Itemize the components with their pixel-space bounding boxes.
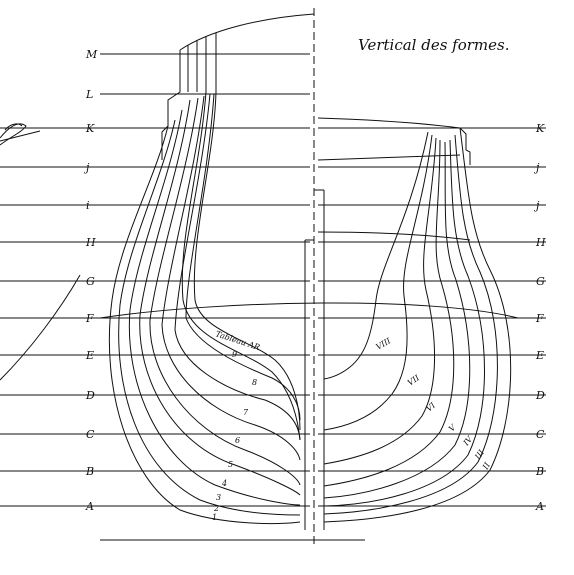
wl-label-left: C (86, 428, 95, 441)
station-label: IV (461, 434, 475, 448)
station-label: 9 (232, 350, 237, 359)
wl-label-left: j (83, 161, 90, 174)
station-label: 3 (216, 493, 221, 502)
wl-label-right: G (536, 275, 545, 288)
station-label: 1 (212, 513, 217, 522)
wl-label-right: j (533, 161, 540, 174)
station-label: VIII (375, 336, 393, 352)
wl-label-left: A (85, 500, 94, 513)
wl-label-left: H (85, 236, 96, 249)
wl-label-right: D (535, 389, 545, 402)
wl-label-left: G (86, 275, 95, 288)
station-label: II (480, 460, 492, 472)
wl-label-right: H (535, 236, 546, 249)
wl-label-left: M (85, 48, 98, 61)
fore-sections (99, 117, 519, 523)
aft-station-labels: Tableau AR 9 8 7 6 5 4 3 2 1 (212, 329, 261, 522)
waterlines-left (0, 53, 310, 507)
waterline-labels-right: K j j H G F E D C B A (533, 122, 546, 513)
adjacent-figure-fragment (0, 123, 81, 381)
waterlines-right (100, 127, 546, 541)
station-label: 5 (228, 460, 233, 469)
station-label: 8 (252, 378, 257, 387)
wl-label-left: E (85, 349, 94, 362)
centerline (304, 8, 325, 548)
wl-label-left: B (85, 465, 94, 478)
station-label: 6 (235, 436, 240, 445)
station-label: 2 (213, 504, 219, 513)
wl-label-left: i (86, 199, 90, 212)
drawing-title: Vertical des formes. (358, 36, 510, 54)
station-label: 4 (221, 479, 227, 488)
wl-label-left: D (85, 389, 95, 402)
wl-label-right: j (533, 199, 540, 212)
station-label: 7 (243, 408, 249, 417)
station-label: Tableau AR (214, 329, 261, 352)
wl-label-left: K (85, 122, 95, 135)
wl-label-left: F (85, 312, 94, 325)
station-label: V (447, 422, 458, 433)
station-label: VII (406, 373, 422, 388)
fore-station-labels: VIII VII VI V IV III II (375, 336, 493, 472)
wl-label-right: E (535, 349, 544, 362)
waterline-labels-left: M L K j i H G F E D C B A (83, 48, 98, 513)
wl-label-left: L (85, 88, 93, 101)
aft-sections (108, 13, 315, 525)
wl-label-right: F (535, 312, 544, 325)
wl-label-right: B (535, 465, 544, 478)
station-label: VI (425, 400, 438, 413)
wl-label-right: C (536, 428, 545, 441)
wl-label-right: A (535, 500, 544, 513)
wl-label-right: K (535, 122, 545, 135)
station-label: III (473, 448, 487, 462)
